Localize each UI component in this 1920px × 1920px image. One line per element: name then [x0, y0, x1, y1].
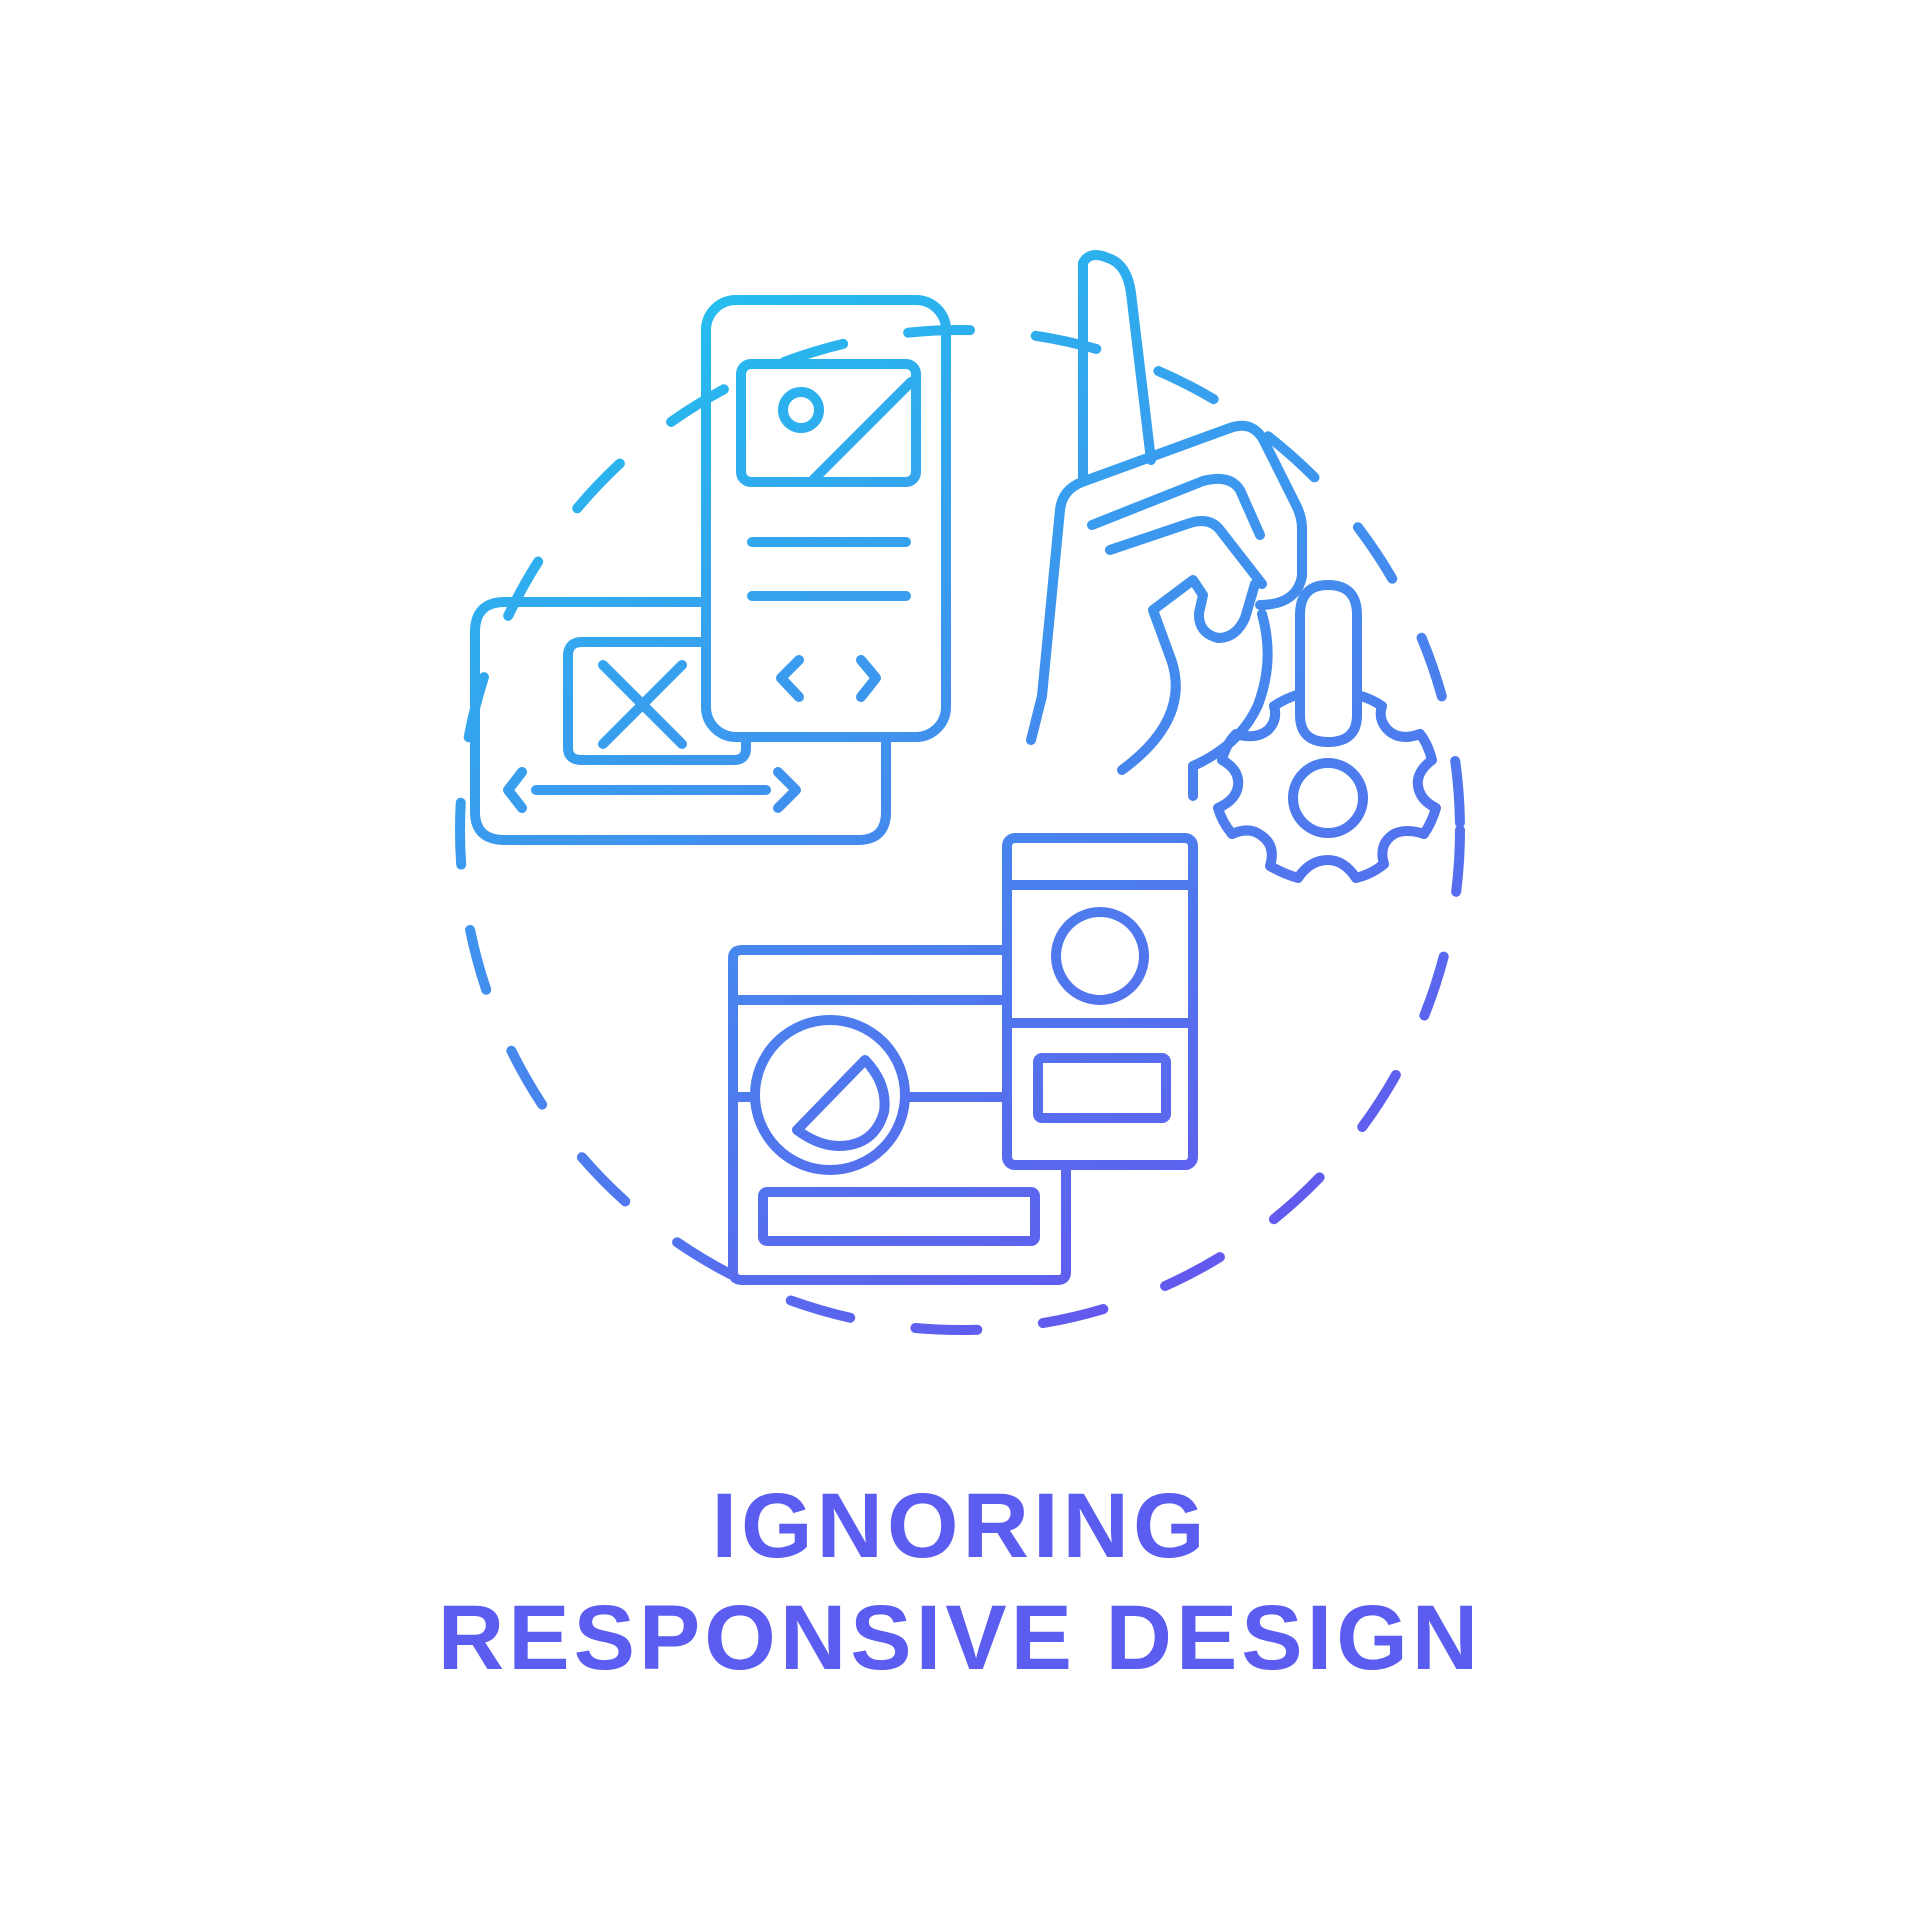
settings-gear-icon: [1213, 580, 1441, 883]
mobile-layout-icon: [701, 295, 951, 742]
dashed-circle-icon: [455, 325, 1465, 1335]
caption-title-line-2: RESPONSIVE DESIGN: [437, 1587, 1483, 1689]
wide-layout-icon: [728, 945, 1071, 1285]
caption-title-line-1: IGNORING: [711, 1475, 1209, 1577]
tablet-layout-icon: [1002, 833, 1198, 1170]
desktop-layout-icon: [470, 597, 891, 845]
hand-stop-gesture-icon: [1026, 249, 1307, 801]
